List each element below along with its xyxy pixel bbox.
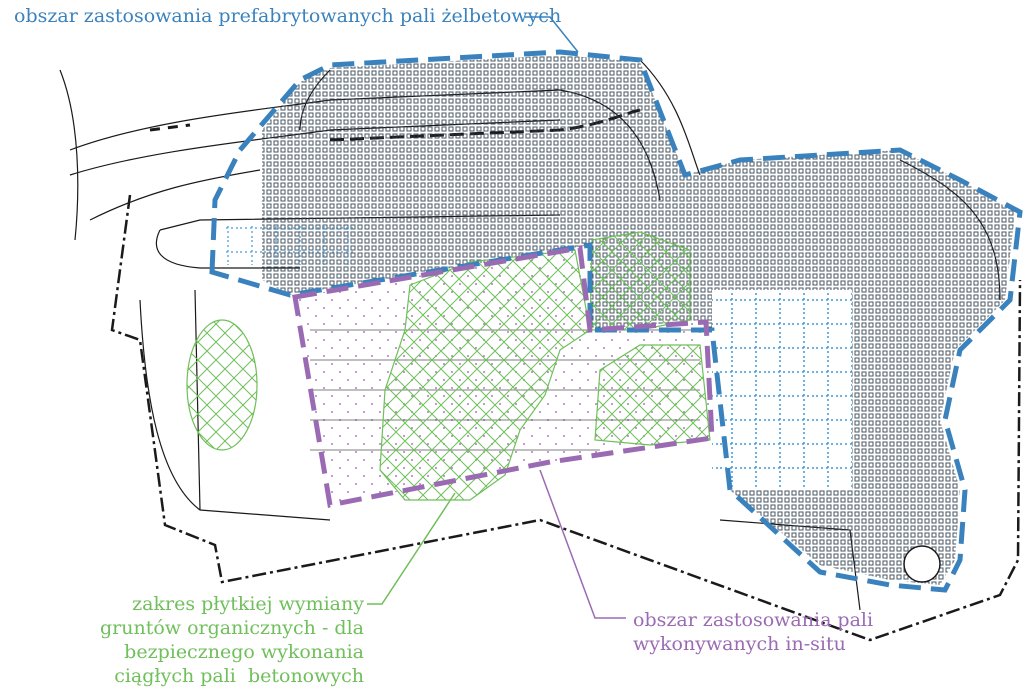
insitu-label-line: wykonywanych in-situ	[633, 633, 846, 655]
soil-replacement-areas	[186, 231, 711, 501]
insitu-leader-line	[539, 469, 626, 619]
light-pile-grid	[712, 290, 852, 490]
tank-symbol	[903, 545, 941, 583]
soil-replacement-label: zakres płytkiej wymiany gruntów organicz…	[100, 592, 364, 688]
insitu-piles-label: obszar zastosowania pali wykonywanych in…	[633, 608, 873, 656]
prefab-pile-boundary	[209, 49, 1023, 593]
soil-label-line: bezpiecznego wykonania	[124, 641, 364, 663]
soil-label-line: zakres płytkiej wymiany	[132, 593, 364, 615]
soil-label-line: gruntów organicznych - dla	[100, 617, 364, 639]
insitu-pile-boundary	[292, 245, 715, 508]
soil-leader-line	[367, 492, 456, 605]
insitu-label-line: obszar zastosowania pali	[633, 609, 874, 631]
prefab-piles-label: obszar zastosowania prefabrytowanych pal…	[14, 5, 562, 27]
prefab-leader-line	[525, 16, 579, 53]
soil-label-line: ciągłych pali betonowych	[114, 665, 364, 687]
light-pile-strip	[225, 225, 355, 265]
site-boundary-line	[110, 194, 1022, 642]
